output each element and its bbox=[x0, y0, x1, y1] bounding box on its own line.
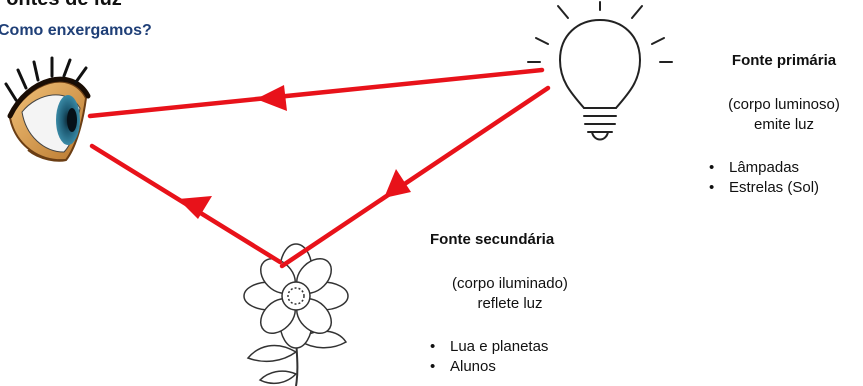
list-item: Lâmpadas bbox=[709, 158, 861, 178]
ray-bulb-to-eye bbox=[87, 67, 545, 119]
primary-source-block: Fonte primária (corpo luminoso) emite lu… bbox=[707, 51, 861, 198]
secondary-source-desc-1: (corpo iluminado) bbox=[452, 275, 568, 292]
flower-icon bbox=[243, 243, 349, 386]
ray-flower-to-eye-arrow bbox=[178, 196, 212, 219]
eye-icon bbox=[4, 56, 91, 162]
list-item: Estrelas (Sol) bbox=[709, 178, 861, 198]
ray-bulb-to-flower bbox=[279, 85, 551, 269]
secondary-source-list: Lua e planetas Alunos bbox=[430, 337, 590, 377]
secondary-source-desc-2: reflete luz bbox=[477, 295, 543, 312]
ray-bulb-to-flower-arrow bbox=[384, 169, 411, 198]
primary-source-desc-1: (corpo luminoso) bbox=[728, 96, 840, 113]
primary-source-desc-2: emite luz bbox=[753, 116, 815, 133]
light-bulb-icon bbox=[527, 1, 673, 141]
ray-bulb-to-eye-arrow bbox=[256, 85, 287, 111]
primary-source-heading: Fonte primária bbox=[731, 52, 837, 69]
list-item: Lua e planetas bbox=[430, 337, 590, 357]
list-item: Alunos bbox=[430, 357, 590, 377]
primary-source-list: Lâmpadas Estrelas (Sol) bbox=[709, 158, 861, 198]
secondary-source-heading: Fonte secundária bbox=[430, 231, 555, 248]
secondary-source-block: Fonte secundária (corpo iluminado) refle… bbox=[430, 230, 590, 377]
page-subtitle: Como enxergamos? bbox=[0, 22, 152, 39]
